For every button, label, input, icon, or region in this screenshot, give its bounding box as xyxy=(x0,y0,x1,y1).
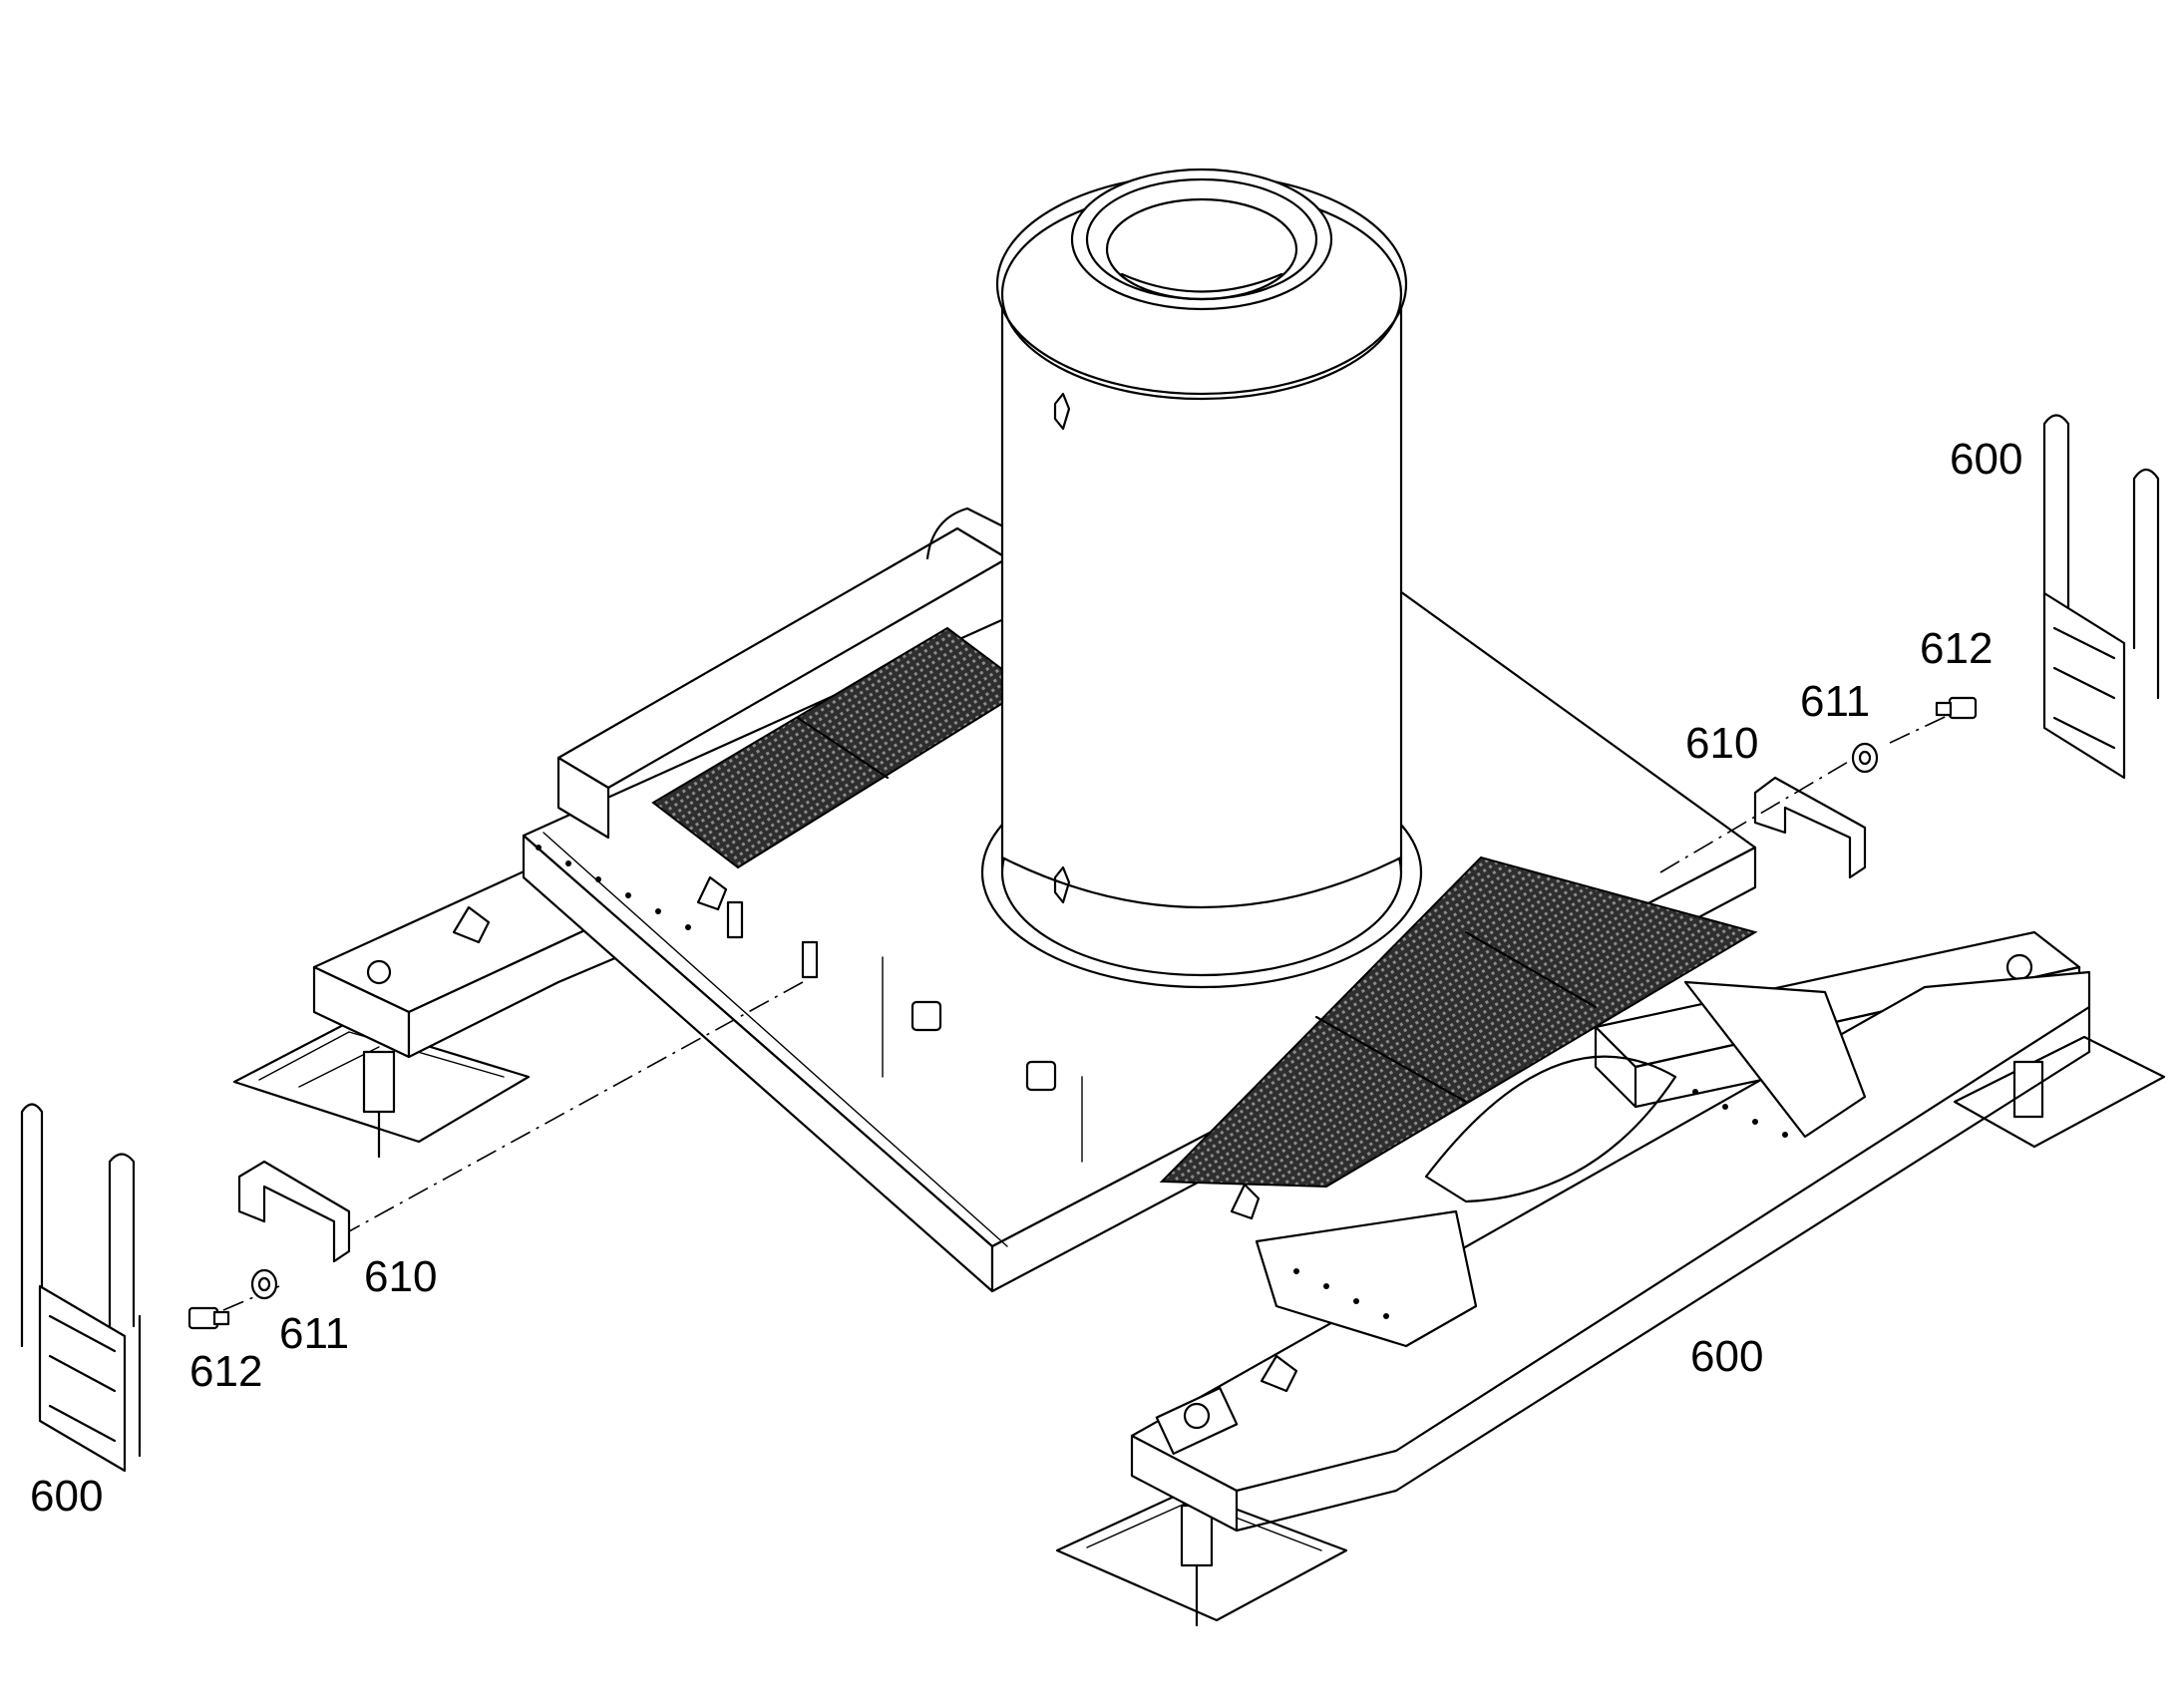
tower-column xyxy=(980,168,1423,989)
bracket-right xyxy=(1753,776,1867,879)
callout-ladder-right: 600 xyxy=(1950,435,2022,484)
bolt-right xyxy=(1935,696,1978,720)
grating-panels xyxy=(651,626,1758,1189)
assembly-line-left xyxy=(348,981,804,1232)
callout-bracket-right: 610 xyxy=(1685,719,1758,768)
bracket-left xyxy=(237,1160,351,1263)
washer-left xyxy=(250,1268,278,1300)
callout-washer-right: 611 xyxy=(1800,677,1870,726)
callout-bolt-right: 612 xyxy=(1920,624,1993,673)
washer-right xyxy=(1851,742,1879,774)
callout-beam-front: 600 xyxy=(1690,1332,1763,1381)
callout-bolt-left: 612 xyxy=(189,1347,262,1396)
bolt-left xyxy=(187,1306,230,1330)
ladder-right xyxy=(2042,414,2160,780)
callout-bracket-left: 610 xyxy=(364,1252,437,1301)
ladder-left xyxy=(20,1103,142,1473)
callout-ladder-left: 600 xyxy=(30,1472,103,1521)
callout-washer-left: 611 xyxy=(279,1309,349,1358)
